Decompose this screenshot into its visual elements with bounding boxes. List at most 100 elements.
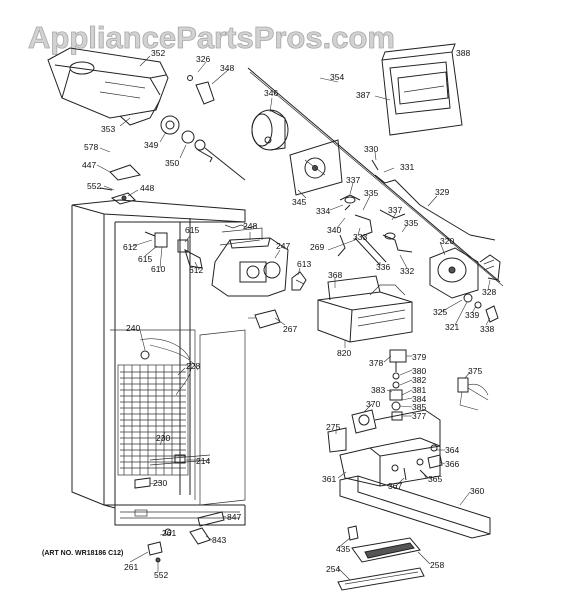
label-335b: 335 — [404, 218, 418, 228]
part-448-bracket — [99, 187, 136, 205]
label-384: 384 — [412, 394, 426, 404]
label-364: 364 — [445, 445, 459, 455]
label-337b: 337 — [388, 205, 402, 215]
fridge-cabinet — [71, 199, 246, 526]
part-336-tube — [354, 234, 387, 266]
label-383: 383 — [371, 385, 385, 395]
leader-lines — [96, 55, 491, 581]
label-365: 365 — [428, 474, 442, 484]
label-377: 377 — [412, 411, 426, 421]
part-346-motor — [251, 109, 289, 151]
label-348: 348 — [220, 63, 234, 73]
label-328: 328 — [482, 287, 496, 297]
part-361-mount-bracket — [339, 409, 441, 487]
label-435: 435 — [336, 544, 350, 554]
label-847: 847 — [227, 512, 241, 522]
label-338: 338 — [480, 324, 494, 334]
label-240: 240 — [126, 323, 140, 333]
label-361: 361 — [322, 474, 336, 484]
label-334: 334 — [316, 206, 330, 216]
part-349-350-auger — [160, 115, 246, 181]
label-366: 366 — [445, 459, 459, 469]
label-230a: 230 — [156, 433, 170, 443]
part-352-ice-bucket — [47, 47, 169, 126]
label-385: 385 — [412, 402, 426, 412]
part-267-connector — [248, 309, 281, 329]
label-613: 613 — [297, 259, 311, 269]
label-349: 349 — [144, 140, 158, 150]
label-326: 326 — [196, 54, 210, 64]
label-248: 248 — [243, 221, 257, 231]
part-387-388-dispenser-door — [381, 43, 463, 136]
part-378-385-switch-stack — [389, 349, 407, 421]
part-354-rod — [247, 67, 501, 283]
label-368: 368 — [328, 270, 342, 280]
part-254-kickplate — [337, 567, 425, 591]
part-370-valve — [351, 409, 377, 434]
label-330: 330 — [364, 144, 378, 154]
part-613-fan — [291, 271, 307, 291]
label-336: 336 — [376, 262, 390, 272]
part-360-channel — [339, 475, 491, 539]
label-615b: 615 — [138, 254, 152, 264]
label-387: 387 — [356, 90, 370, 100]
label-261a: 261 — [162, 528, 176, 538]
label-381: 381 — [412, 385, 426, 395]
part-labels: 352 326 348 388 354 387 346 353 349 578 … — [42, 48, 496, 580]
part-348-clip — [187, 75, 215, 105]
label-269: 269 — [310, 242, 324, 252]
part-345-bracket — [289, 139, 343, 196]
label-320: 320 — [440, 236, 454, 246]
label-230b: 230 — [153, 478, 167, 488]
label-612b: 612 — [189, 265, 203, 275]
label-340: 340 — [327, 225, 341, 235]
evaporator-coil — [117, 338, 211, 489]
label-325: 325 — [433, 307, 447, 317]
label-820: 820 — [337, 348, 351, 358]
label-321: 321 — [445, 322, 459, 332]
label-552a: 552 — [87, 181, 101, 191]
label-843: 843 — [212, 535, 226, 545]
label-337a: 337 — [346, 175, 360, 185]
label-367: 367 — [388, 481, 402, 491]
label-335a: 335 — [364, 188, 378, 198]
label-261b: 261 — [124, 562, 138, 572]
part-338-clip — [485, 305, 499, 323]
label-228: 228 — [186, 361, 200, 371]
part-610-612-615-connectors — [144, 231, 203, 269]
label-447: 447 — [82, 160, 96, 170]
label-378: 378 — [369, 358, 383, 368]
label-331: 331 — [400, 162, 414, 172]
linkage-parts — [337, 159, 496, 257]
part-368-820-icemaker — [317, 275, 413, 343]
art-number: (ART NO. WR18186 C12) — [42, 550, 123, 557]
label-353: 353 — [101, 124, 115, 134]
label-354: 354 — [330, 72, 344, 82]
label-448: 448 — [140, 183, 154, 193]
label-258: 258 — [430, 560, 444, 570]
label-375: 375 — [468, 366, 482, 376]
label-552b: 552 — [154, 570, 168, 580]
label-332: 332 — [400, 266, 414, 276]
label-345: 345 — [292, 197, 306, 207]
label-382: 382 — [412, 375, 426, 385]
label-247: 247 — [276, 241, 290, 251]
part-375-harness — [457, 377, 489, 411]
label-329: 329 — [435, 187, 449, 197]
watermark-text: AppliancePartsPros.com — [28, 20, 395, 55]
part-320-motor-module — [429, 247, 501, 299]
label-254: 254 — [326, 564, 340, 574]
part-325-339-gear — [463, 293, 482, 309]
label-214: 214 — [196, 456, 210, 466]
label-267: 267 — [283, 324, 297, 334]
label-275: 275 — [326, 422, 340, 432]
part-364-366-fittings — [427, 444, 443, 469]
label-346: 346 — [264, 88, 278, 98]
part-275-bracket — [327, 427, 347, 453]
label-610: 610 — [151, 264, 165, 274]
label-350: 350 — [165, 158, 179, 168]
label-360: 360 — [470, 486, 484, 496]
label-380: 380 — [412, 366, 426, 376]
label-578: 578 — [84, 142, 98, 152]
